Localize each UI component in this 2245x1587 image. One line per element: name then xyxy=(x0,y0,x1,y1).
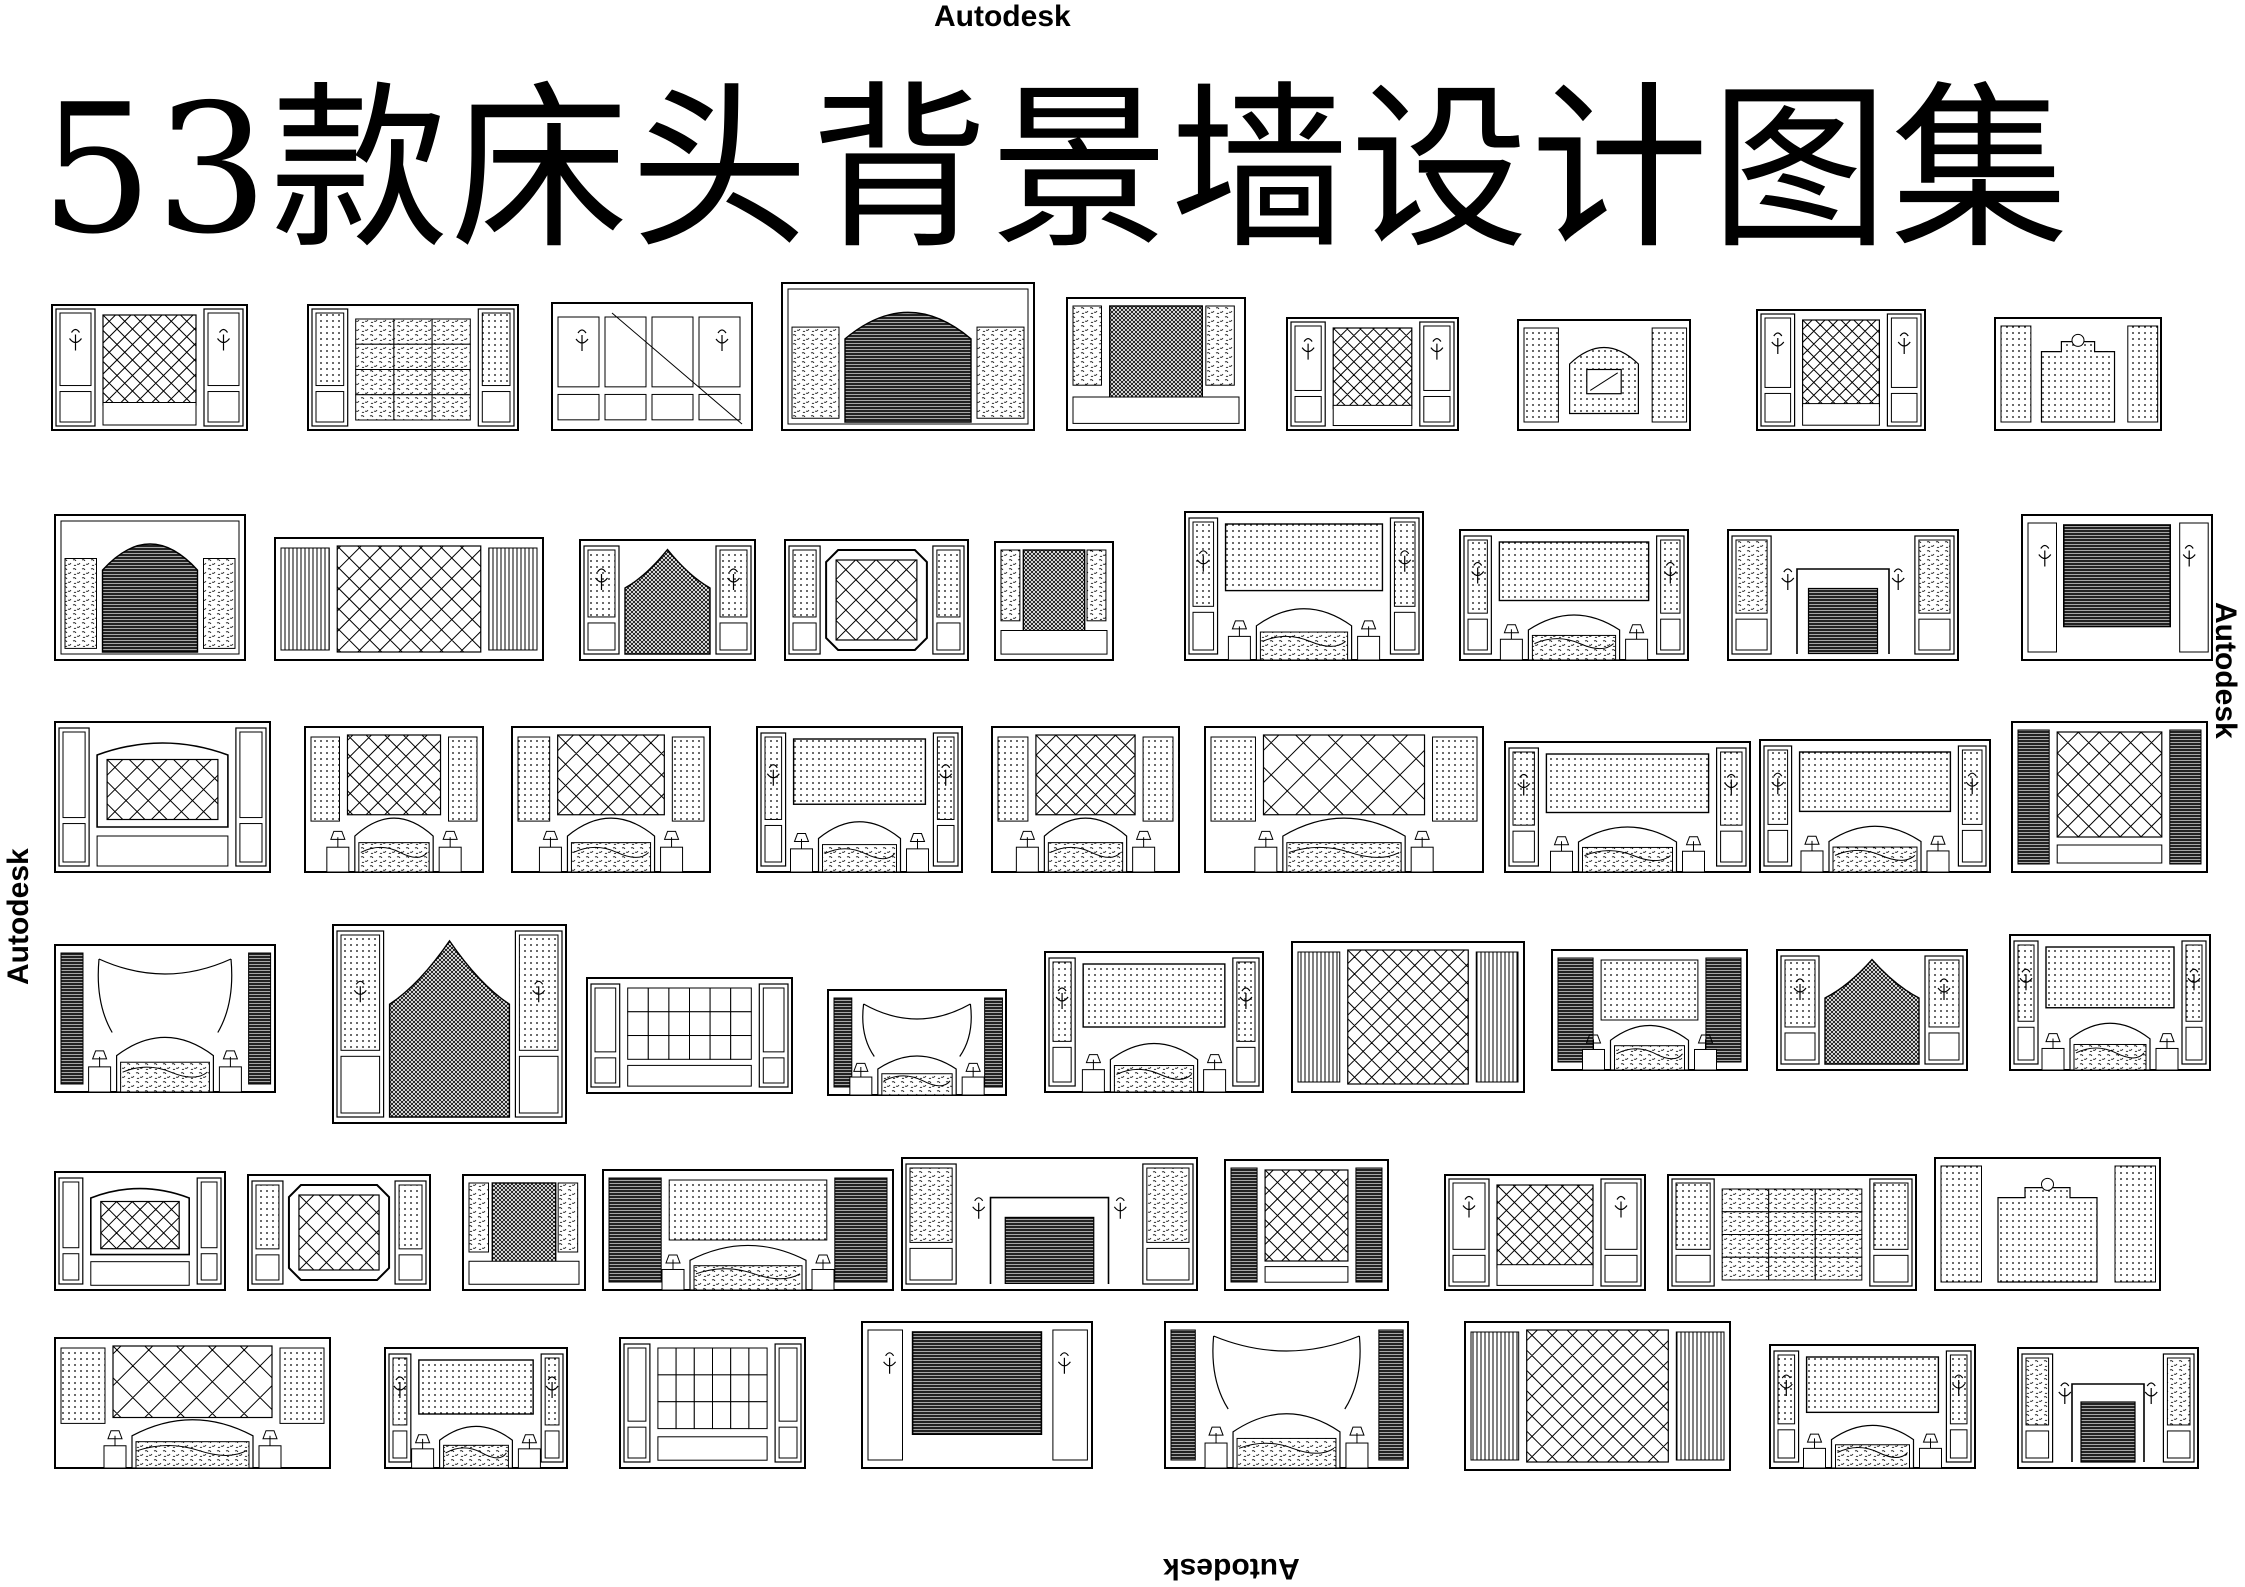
elevation-thumbnail xyxy=(1756,309,1926,431)
elevation-thumbnail xyxy=(304,726,484,873)
elevation-thumbnail xyxy=(1164,1321,1409,1469)
elevation-thumbnail xyxy=(1551,949,1748,1071)
elevation-thumbnail xyxy=(54,944,276,1093)
elevation-thumbnail xyxy=(1504,741,1751,873)
elevation-thumbnail xyxy=(2021,514,2213,661)
elevation-thumbnail xyxy=(1759,739,1991,873)
elevation-thumbnail xyxy=(602,1169,894,1291)
elevation-thumbnail xyxy=(1444,1174,1646,1291)
elevation-thumbnail xyxy=(784,539,969,661)
elevation-thumbnail xyxy=(901,1157,1198,1291)
elevation-thumbnail xyxy=(1204,726,1484,873)
elevation-thumbnail xyxy=(1464,1321,1731,1471)
elevation-thumbnail xyxy=(332,924,567,1124)
elevation-thumbnail xyxy=(781,282,1035,431)
elevation-thumbnail xyxy=(551,302,753,431)
elevation-thumbnail xyxy=(54,1171,226,1291)
elevation-thumbnail xyxy=(991,726,1180,873)
elevation-thumbnail xyxy=(1934,1157,2161,1291)
elevation-thumbnail xyxy=(511,726,711,873)
elevation-thumbnail xyxy=(1769,1344,1976,1469)
elevation-thumbnail xyxy=(54,721,271,873)
elevation-thumbnail xyxy=(756,726,963,873)
elevation-thumbnail xyxy=(619,1337,806,1469)
elevation-thumbnail xyxy=(1044,951,1264,1093)
elevation-thumbnail xyxy=(1994,317,2162,431)
elevation-thumbnail xyxy=(307,304,519,431)
elevation-thumbnail xyxy=(994,541,1114,661)
elevation-thumbnail xyxy=(274,537,544,661)
elevation-thumbnail xyxy=(1517,319,1691,431)
elevation-thumbnail xyxy=(247,1174,431,1291)
elevation-thumbnail xyxy=(51,304,248,431)
elevation-thumbnail xyxy=(1224,1159,1389,1291)
elevation-thumbnail xyxy=(2011,721,2208,873)
elevation-thumbnail xyxy=(54,1337,331,1469)
elevation-thumbnail xyxy=(384,1347,568,1469)
elevation-thumbnail xyxy=(462,1174,586,1291)
elevation-thumbnail xyxy=(2009,934,2211,1071)
elevation-thumbnail xyxy=(54,514,246,661)
page-title: 53款床头背景墙设计图集 xyxy=(40,66,2071,273)
elevation-thumbnail xyxy=(1776,949,1968,1071)
elevation-thumbnail xyxy=(1291,941,1525,1093)
elevation-thumbnail xyxy=(1667,1174,1917,1291)
elevation-thumbnail xyxy=(579,539,756,661)
elevation-thumbnail xyxy=(1286,317,1459,431)
elevation-thumbnail xyxy=(861,1321,1093,1469)
elevation-thumbnail xyxy=(1727,529,1959,661)
elevation-thumbnail xyxy=(1066,297,1246,431)
elevation-thumbnail xyxy=(2017,1347,2199,1469)
elevation-thumbnail xyxy=(1184,511,1424,661)
watermark-top: Autodesk xyxy=(934,0,1071,33)
elevation-thumbnail xyxy=(1459,529,1689,661)
elevation-thumbnail xyxy=(586,977,793,1094)
elevation-thumbnail xyxy=(827,989,1007,1096)
